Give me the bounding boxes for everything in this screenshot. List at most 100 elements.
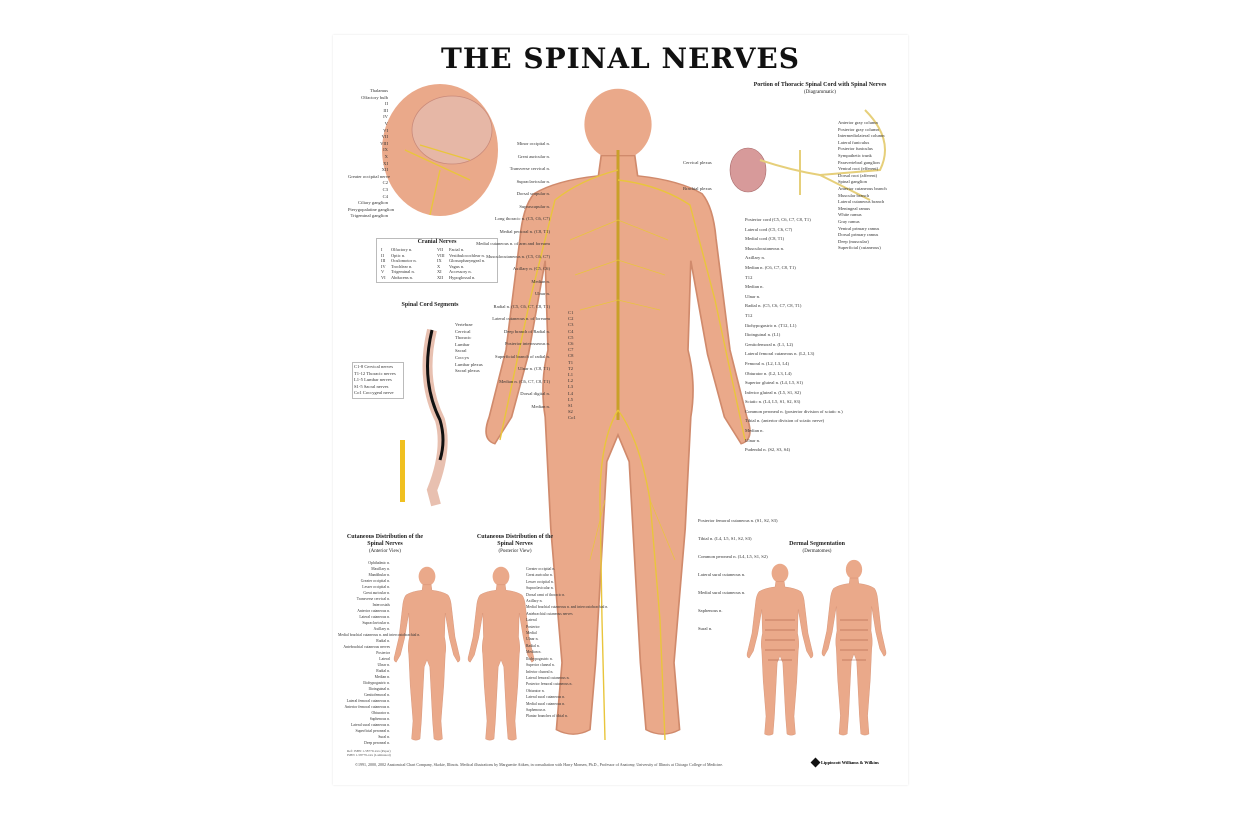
nerve-label: Saphenous n.	[698, 608, 723, 613]
cranial-nerve-name: Vagus n.	[449, 263, 465, 269]
thoracic-label: Spinal ganglion	[838, 179, 867, 185]
cutaneous-label: Supraclavicular n.	[362, 621, 390, 625]
nerve-label: Musculocutaneous n. (C5, C6, C7)	[486, 253, 550, 259]
nerve-label: Lateral cutaneous n. of forearm	[492, 316, 550, 321]
cutaneous-label: Superior cluneal n.	[526, 663, 555, 668]
cutaneous-label: Lateral cutaneous n.	[359, 615, 390, 619]
thoracic-label: Lateral funiculus	[838, 139, 870, 145]
cutaneous-label: Medial brachial cutaneous n. and interco…	[526, 605, 609, 610]
thoracic-subtitle: (Diagrammatic)	[804, 90, 836, 95]
cranial-nerves-title: Cranial Nerves	[417, 239, 457, 245]
cutaneous-label: Saphenous n.	[369, 717, 390, 721]
spine-level-label: C5	[568, 334, 574, 340]
cranial-nerve-numeral: V	[381, 269, 385, 275]
cranial-nerve-numeral: VIII	[437, 252, 445, 258]
thoracic-label: Anterior gray column	[838, 120, 878, 125]
segment-legend-item: S1-5 Sacral nerves	[354, 383, 389, 389]
nerve-label: Posterior femoral cutaneous n. (S1, S2, …	[698, 518, 778, 523]
isbn-codes: Ref: ISBN 1-58779-xxx (Paper)ISBN 1-5877…	[347, 749, 391, 757]
head-profile-illustration	[382, 84, 498, 216]
nerve-label: Median n.	[531, 403, 550, 409]
cutaneous-label: Antebrachial cutaneous nerves	[526, 611, 573, 616]
segment-label: Sacral	[455, 348, 467, 354]
nerve-label: Dorsal scapular n.	[516, 191, 550, 196]
nerve-label: Suprascapular n.	[519, 203, 550, 209]
head-label: C2	[382, 180, 388, 186]
segment-label: Sacral plexus	[455, 368, 480, 374]
head-label: Greater occipital nerve	[348, 173, 391, 179]
thoracic-label: Dorsal primary ramus	[838, 232, 879, 238]
head-label: C4	[382, 193, 388, 199]
cutaneous-label: Greater occipital n.	[526, 567, 556, 571]
code-line: ISBN 1-58779-xxx (Laminated)	[347, 753, 391, 757]
cutaneous-label: Lesser occipital n.	[362, 585, 390, 589]
nerve-label: Radial n. (C5, C6, C7, C8, T1)	[745, 303, 802, 309]
thoracic-label: White ramus	[838, 212, 862, 218]
cranial-nerve-numeral: XII	[437, 274, 444, 280]
spine-level-label: L4	[568, 390, 574, 396]
head-label: X	[384, 153, 388, 159]
cranial-nerve-name: Abducens n.	[391, 274, 413, 280]
head-label: V	[384, 120, 388, 126]
cutaneous-label: Posterior	[376, 651, 390, 655]
thoracic-label: Deep (muscular)	[838, 238, 869, 244]
nerve-label: Axillary n.	[745, 255, 765, 261]
spine-level-label: C3	[568, 322, 574, 328]
plexus-label: Cervical plexus	[683, 160, 712, 165]
nerve-label: Posterior cord (C5, C6, C7, C8, T1)	[745, 217, 811, 222]
cutaneous-label: Obturator n.	[371, 711, 390, 715]
thoracic-label: Ventral primary ramus	[838, 225, 880, 231]
cutaneous-label: Superficial peroneal n.	[355, 729, 390, 733]
segment-label: Thoracic	[455, 335, 472, 341]
spine-level-label: C2	[568, 316, 574, 322]
nerve-label: Obturator n. (L2, L3, L4)	[745, 370, 792, 376]
cranial-nerve-numeral: I	[381, 247, 383, 252]
cranial-nerve-name: Accessory n.	[449, 269, 472, 275]
cutaneous-label: Lateral	[379, 657, 390, 661]
cut-post-title: Cutaneous Distribution of the Spinal Ner…	[476, 534, 554, 547]
nerve-label: Common peroneal n. (L4, L5, S1, S2)	[698, 554, 768, 559]
cranial-nerve-numeral: X	[437, 263, 441, 269]
nerve-label: Superior gluteal n. (L4, L5, S1)	[745, 380, 803, 386]
dermatome-posterior-figure	[821, 559, 887, 736]
thoracic-label: Superficial (cutaneous)	[838, 245, 881, 251]
cutaneous-label: Transverse cervical n.	[356, 597, 390, 601]
thoracic-label: Sympathetic trunk	[838, 152, 872, 158]
spine-level-label: L3	[568, 384, 574, 390]
spine-level-label: L2	[568, 378, 574, 384]
thoracic-label: Dorsal root (afferent)	[838, 172, 878, 178]
cutaneous-label: Plantar branches of tibial n.	[526, 714, 568, 719]
cranial-nerve-numeral: III	[381, 258, 386, 264]
head-label: Thalamus	[369, 88, 388, 93]
spine-level-label: T2	[568, 365, 574, 371]
cutaneous-label: Mandibular n.	[368, 573, 390, 577]
spine-level-label: C8	[568, 353, 574, 359]
nerve-label: Lateral femoral cutaneous n. (L2, L3)	[745, 351, 815, 357]
thoracic-label: Posterior funiculus	[838, 146, 873, 152]
nerve-label: Tibial n. (L4, L5, S1, S2, S3)	[698, 536, 752, 541]
cutaneous-label: Maxillary n.	[371, 567, 390, 571]
cutaneous-label: Medial	[526, 631, 537, 636]
cutaneous-label: Medial sural cutaneous n.	[526, 701, 566, 706]
cutaneous-anterior-title: Cutaneous Distribution of the Spinal Ner…	[340, 534, 430, 555]
cutaneous-label: Great auricular n.	[526, 573, 553, 578]
nerve-label: Transverse cervical n.	[509, 166, 550, 171]
cutaneous-label: Ophthalmic n.	[368, 561, 390, 565]
thoracic-label: Posterior gray column	[838, 126, 879, 132]
thoracic-diagram-title: Portion of Thoracic Spinal Cord with Spi…	[730, 82, 910, 96]
head-label: Pterygopalatine ganglion	[348, 206, 395, 212]
publisher-logo-icon	[810, 757, 821, 768]
nerve-label: Axillary n. (C5, C6)	[512, 266, 550, 271]
cutaneous-label: Axillary n.	[373, 627, 390, 631]
cutaneous-label: Anterior cutaneous n.	[357, 609, 390, 613]
thoracic-label: Meningeal ramus	[838, 205, 871, 211]
cutaneous-label: Median n.	[374, 675, 390, 679]
head-label: IX	[383, 147, 388, 153]
main-leg-labels: Posterior femoral cutaneous n. (S1, S2, …	[698, 512, 778, 638]
cutaneous-label: Anterior femoral cutaneous n.	[344, 705, 390, 709]
cranial-nerve-name: Optic n.	[391, 252, 406, 258]
nerve-label: Inferior gluteal n. (L5, S1, S2)	[745, 389, 801, 395]
cutaneous-anterior-labels: Ophthalmic n.Maxillary n.Mandibular n.Gr…	[338, 560, 420, 746]
